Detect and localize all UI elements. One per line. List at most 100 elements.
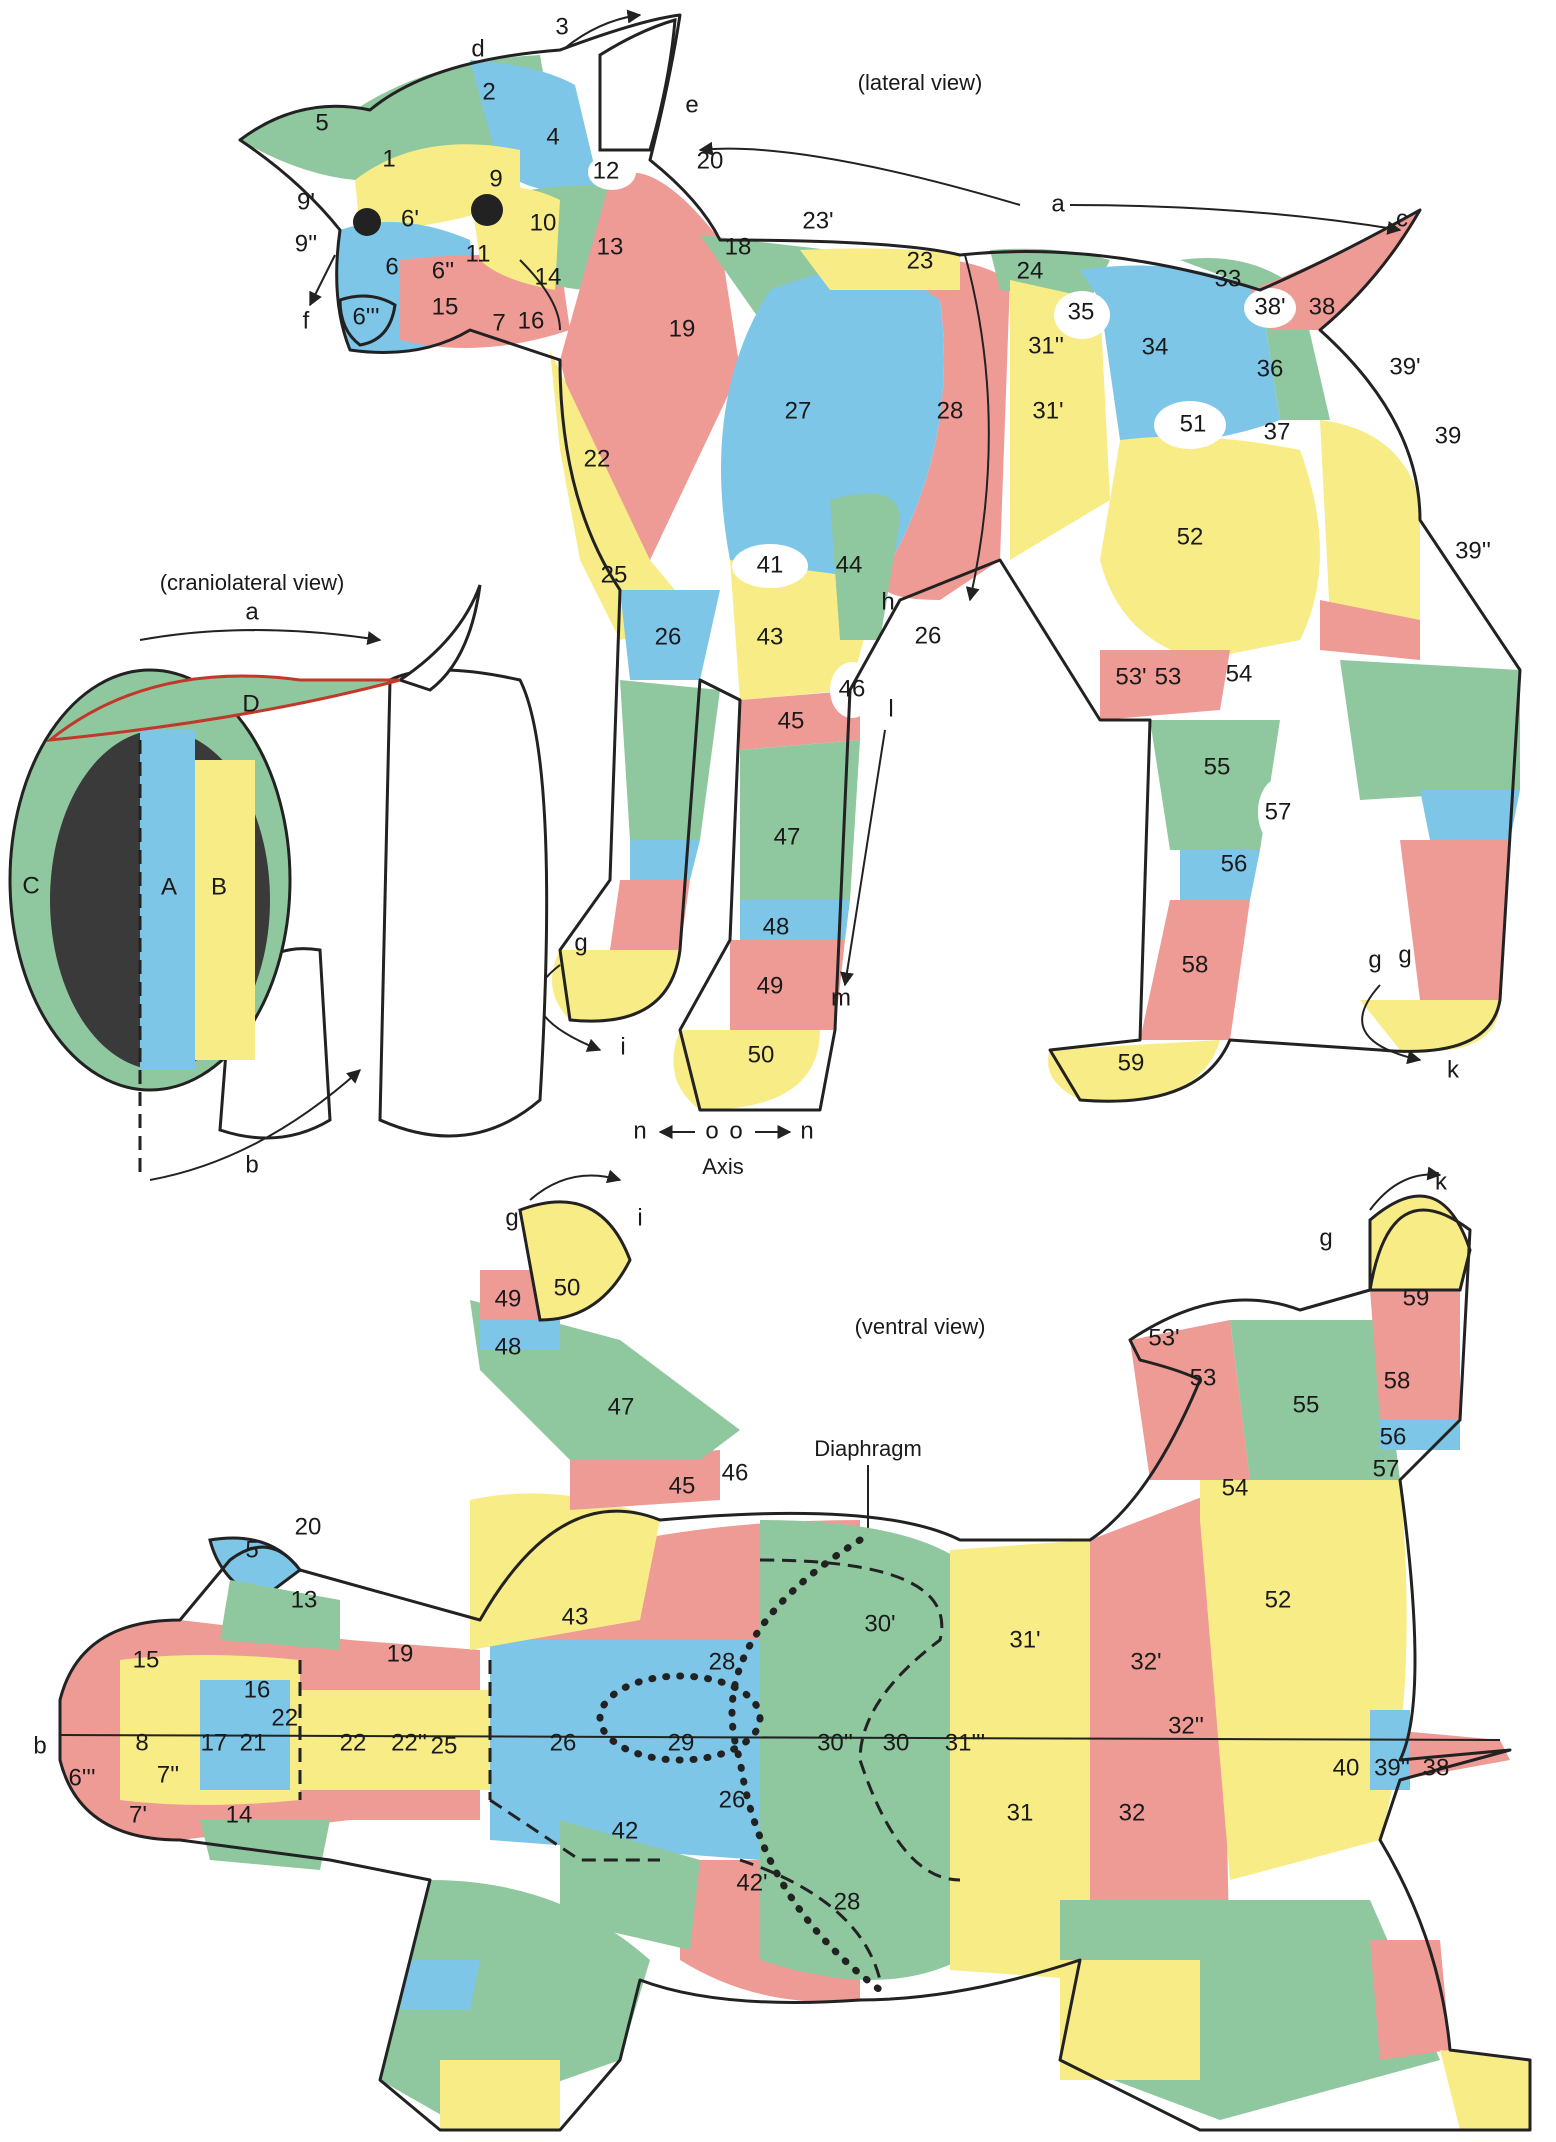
lateral-label-11: 9' xyxy=(297,188,315,215)
ventral-label-38: 46 xyxy=(722,1459,749,1486)
lateral-label-3: 4 xyxy=(546,123,559,150)
ventral-label-29: 32' xyxy=(1130,1648,1161,1675)
arrow-v-gi xyxy=(530,1176,620,1201)
v-lower-hindpaw xyxy=(1440,2050,1530,2130)
lateral-letter-0: a xyxy=(1051,190,1065,217)
region-tibia-green xyxy=(1150,720,1280,850)
lateral-label-62: 59 xyxy=(1118,1049,1145,1076)
lateral-label-43: 39'' xyxy=(1455,537,1491,564)
ventral-letter-4: k xyxy=(1435,1168,1448,1195)
eye-right xyxy=(471,194,503,226)
lateral-label-39: 38 xyxy=(1309,293,1336,320)
lateral-letter-12: m xyxy=(831,984,851,1011)
lateral-label-44: 41 xyxy=(757,551,784,578)
lateral-label-34: 33 xyxy=(1215,265,1242,292)
ventral-label-26: 31' xyxy=(1009,1626,1040,1653)
lateral-label-56: 53' xyxy=(1115,663,1146,690)
lateral-label-18: 15 xyxy=(432,293,459,320)
arrow-a-left xyxy=(700,149,1020,205)
region-farhind-green xyxy=(1340,660,1520,800)
ventral-label-34: 42 xyxy=(612,1817,639,1844)
lateral-label-59: 56 xyxy=(1221,850,1248,877)
region-forearm-far-red xyxy=(610,880,690,950)
cranio-label-1: B xyxy=(211,873,227,900)
arrow-cranio-a xyxy=(140,630,380,640)
lateral-label-35: 34 xyxy=(1142,333,1169,360)
lateral-label-47: 45 xyxy=(778,707,805,734)
lateral-letter-9: i xyxy=(620,1033,625,1060)
ventral-label-5: 13 xyxy=(291,1586,318,1613)
ventral-label-31: 38 xyxy=(1423,1754,1450,1781)
lateral-label-23: 22 xyxy=(584,445,611,472)
lateral-label-38: 37 xyxy=(1264,418,1291,445)
lateral-label-14: 11 xyxy=(466,240,491,267)
ventral-label-36: 43 xyxy=(562,1603,589,1630)
lateral-label-33: 31'' xyxy=(1028,332,1064,359)
lateral-label-19: 16 xyxy=(518,307,545,334)
region-forearm-far-blue2 xyxy=(630,840,700,880)
lateral-label-36: 35 xyxy=(1068,298,1095,325)
lateral-letter-16: n xyxy=(800,1117,813,1144)
v-lower-hindlimb-yellow xyxy=(1060,1960,1200,2080)
lateral-label-29: 26 xyxy=(915,622,942,649)
region-ear-left xyxy=(240,106,370,180)
ventral-label-33: 40 xyxy=(1333,1754,1360,1781)
ventral-label-7: 15 xyxy=(133,1646,160,1673)
lateral-label-6: 6' xyxy=(401,205,419,232)
lateral-label-52: 50 xyxy=(748,1041,775,1068)
ventral-label-4: 8 xyxy=(135,1729,148,1756)
ventral-label-48: 56 xyxy=(1380,1423,1407,1450)
lateral-label-30: 27 xyxy=(785,397,812,424)
ventral-letter-0: b xyxy=(33,1732,46,1759)
ventral-label-19: 28 xyxy=(709,1648,736,1675)
ventral-label-51: 59 xyxy=(1403,1284,1430,1311)
cranio-section-B xyxy=(195,760,255,1060)
lateral-label-48: 46 xyxy=(839,675,866,702)
lateral-label-21: 19 xyxy=(669,315,696,342)
lateral-label-12: 9'' xyxy=(295,230,318,257)
lateral-label-41: 39 xyxy=(1435,422,1462,449)
region-farhind-paw xyxy=(1360,1000,1500,1051)
lateral-label-17: 14 xyxy=(535,263,562,290)
lateral-label-16: 13 xyxy=(597,233,624,260)
ventral-letter-1: g xyxy=(505,1204,518,1231)
lateral-label-9: 7 xyxy=(492,309,505,336)
ventral-label-12: 21 xyxy=(240,1729,267,1756)
lateral-label-26: 24 xyxy=(1017,257,1044,284)
ventral-label-28: 32 xyxy=(1119,1799,1146,1826)
lateral-letter-11: l xyxy=(888,695,893,722)
region-ear-right xyxy=(600,20,675,150)
ventral-label-15: 22'' xyxy=(391,1729,427,1756)
ventral-label-2: 7' xyxy=(129,1801,147,1828)
ventral-label-40: 48 xyxy=(495,1333,522,1360)
region-farhind-red2 xyxy=(1400,840,1510,1000)
region-hip-yellow xyxy=(1100,437,1320,660)
lateral-letter-13: n xyxy=(633,1117,646,1144)
lateral-label-28: 26 xyxy=(655,623,682,650)
ventral-label-6: 14 xyxy=(226,1801,253,1828)
lateral-label-20: 18 xyxy=(725,233,752,260)
ventral-label-39: 47 xyxy=(608,1393,635,1420)
lateral-label-45: 43 xyxy=(757,623,784,650)
ventral-label-1: 6''' xyxy=(68,1764,95,1791)
v-head-green xyxy=(220,1580,340,1650)
ventral-label-22: 30 xyxy=(883,1729,910,1756)
region-forearm-near-blue xyxy=(740,900,850,940)
ventral-label-16: 25 xyxy=(431,1732,458,1759)
ventral-label-45: 53' xyxy=(1148,1324,1179,1351)
lateral-label-25: 23' xyxy=(802,207,833,234)
lateral-letter-10: k xyxy=(1447,1056,1460,1083)
region-paw-far-yellow xyxy=(552,950,680,1021)
lateral-label-31: 28 xyxy=(937,397,964,424)
ventral-label-46: 54 xyxy=(1222,1474,1249,1501)
ventral-label-17: 26 xyxy=(550,1729,577,1756)
lateral-label-22: 20 xyxy=(697,147,724,174)
lateral-label-27: 25 xyxy=(601,561,628,588)
ventral-label-44: 53 xyxy=(1190,1364,1217,1391)
caption-lateral: (lateral view) xyxy=(858,70,983,95)
lateral-label-54: 52 xyxy=(1177,523,1204,550)
region-forearm-far-green xyxy=(620,680,720,840)
ventral-label-24: 30'' xyxy=(817,1729,853,1756)
lateral-letter-14: o xyxy=(705,1117,718,1144)
